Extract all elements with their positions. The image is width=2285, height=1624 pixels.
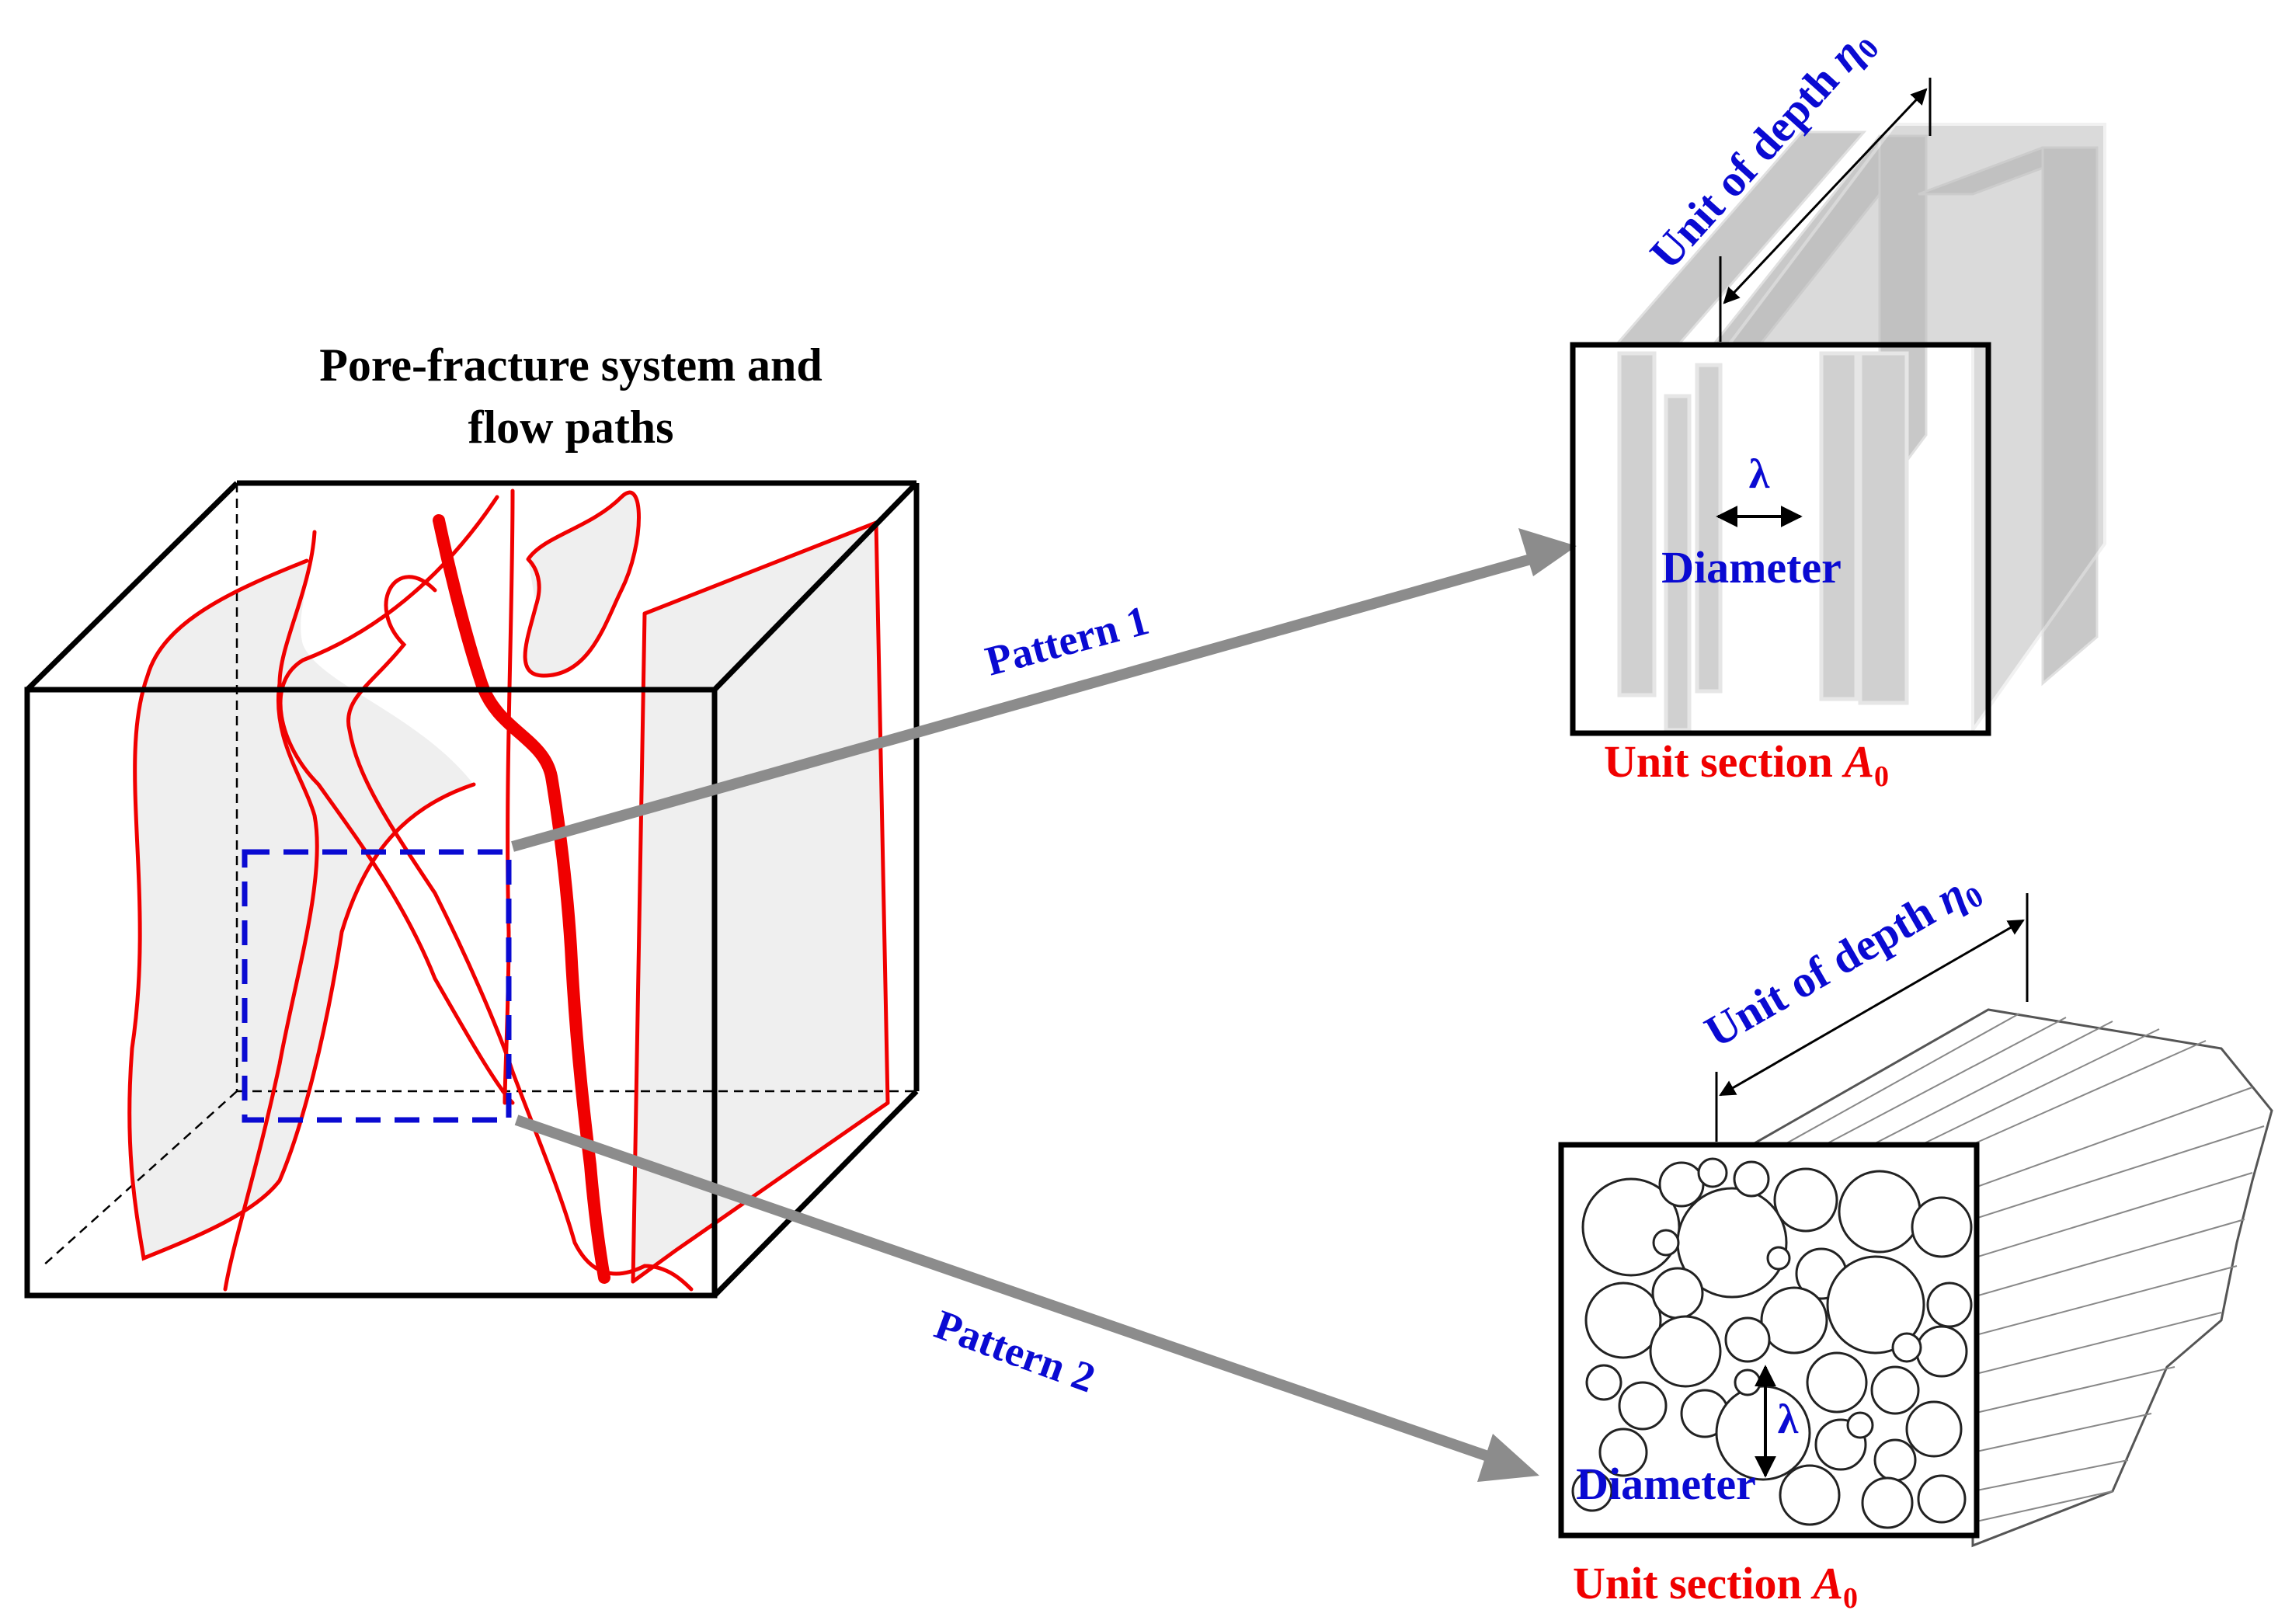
fracture-plane-left	[129, 561, 474, 1258]
pattern1-depth-arrow	[1723, 88, 1928, 304]
selection-box	[242, 849, 512, 1123]
fracture-traces	[127, 489, 890, 1292]
pattern1-plate-model	[1570, 78, 2106, 736]
figure-title-line1: Pore-fracture system and	[319, 339, 823, 391]
main-flow-path	[433, 514, 610, 1284]
pattern1-diameter: Diameter	[1661, 542, 1842, 593]
pattern2-unit-section-label: Unit section A0	[1573, 1558, 1858, 1615]
pattern2-depth-arrow	[1719, 919, 2025, 1097]
pattern2-tube-bundle	[1558, 893, 2273, 1548]
cube-hidden-edges	[42, 483, 916, 1267]
pattern2-arrow	[514, 1115, 1539, 1482]
pattern1-unit-section-label: Unit section A0	[1604, 736, 1889, 793]
pattern2-lambda: λ	[1778, 1396, 1799, 1442]
rock-cube	[24, 480, 920, 1299]
pattern1-unit-section	[1570, 342, 1991, 736]
fracture-plane-top	[525, 492, 639, 676]
pattern2-depth-label: Unit of depth η0	[1696, 861, 1989, 1062]
pattern2-diameter: Diameter	[1576, 1459, 1756, 1509]
pattern1-arrow	[511, 528, 1577, 852]
pattern1-lambda: λ	[1749, 450, 1770, 497]
fracture-plane-right	[633, 523, 888, 1281]
cube-visible-edges	[24, 480, 920, 1299]
figure-title-line2: flow paths	[468, 402, 673, 453]
